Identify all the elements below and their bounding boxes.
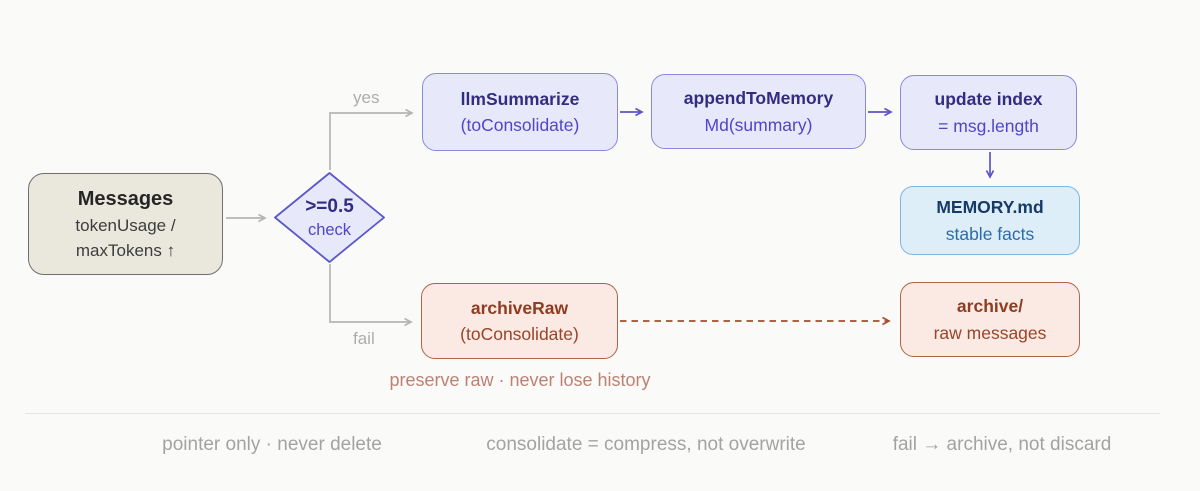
footnote-pointer-only: pointer only · never delete xyxy=(162,434,382,455)
node-subtitle: Md(summary) xyxy=(704,114,813,135)
node-append-to-memory: appendToMemory Md(summary) xyxy=(651,74,866,149)
node-subtitle: tokenUsage / xyxy=(75,215,176,235)
node-decision-check: >=0.5 check xyxy=(275,173,384,262)
edge-check-yes-to-llm-summarize xyxy=(329,108,414,170)
node-subtitle: = msg.length xyxy=(938,115,1039,136)
node-title: Messages xyxy=(77,187,174,210)
node-subtitle: raw messages xyxy=(933,322,1047,343)
footnote-consolidate: consolidate = compress, not overwrite xyxy=(486,434,806,455)
edge-check-fail-to-archive-raw xyxy=(329,264,413,327)
edge-label-yes: yes xyxy=(353,88,380,107)
node-subtitle: (toConsolidate) xyxy=(460,115,580,135)
decision-diamond-shape xyxy=(274,172,385,263)
edge-label-fail: fail xyxy=(353,329,375,348)
node-title: llmSummarize xyxy=(460,88,580,109)
node-title: MEMORY.md xyxy=(936,197,1044,218)
node-title: archive/ xyxy=(956,296,1024,317)
node-title: archiveRaw xyxy=(470,297,569,318)
divider xyxy=(25,413,1160,414)
node-title: update index xyxy=(934,89,1043,110)
node-messages: Messages tokenUsage / maxTokens ↑ xyxy=(28,173,223,275)
node-title: >=0.5 xyxy=(305,195,354,217)
node-memory-md: MEMORY.md stable facts xyxy=(900,186,1080,255)
caption-preserve-raw: preserve raw · never lose history xyxy=(389,370,651,390)
footnote-fail-archive: fail → archive, not discard xyxy=(892,434,1112,455)
node-title: appendToMemory xyxy=(683,88,834,109)
node-subtitle: maxTokens ↑ xyxy=(75,241,176,260)
node-archive-raw: archiveRaw (toConsolidate) xyxy=(421,283,618,359)
node-subtitle: check xyxy=(307,221,352,240)
node-update-index: update index = msg.length xyxy=(900,75,1077,150)
node-subtitle: stable facts xyxy=(945,223,1035,244)
node-archive-dir: archive/ raw messages xyxy=(900,282,1080,357)
node-subtitle: (toConsolidate) xyxy=(460,324,579,344)
node-llm-summarize: llmSummarize (toConsolidate) xyxy=(422,73,618,151)
